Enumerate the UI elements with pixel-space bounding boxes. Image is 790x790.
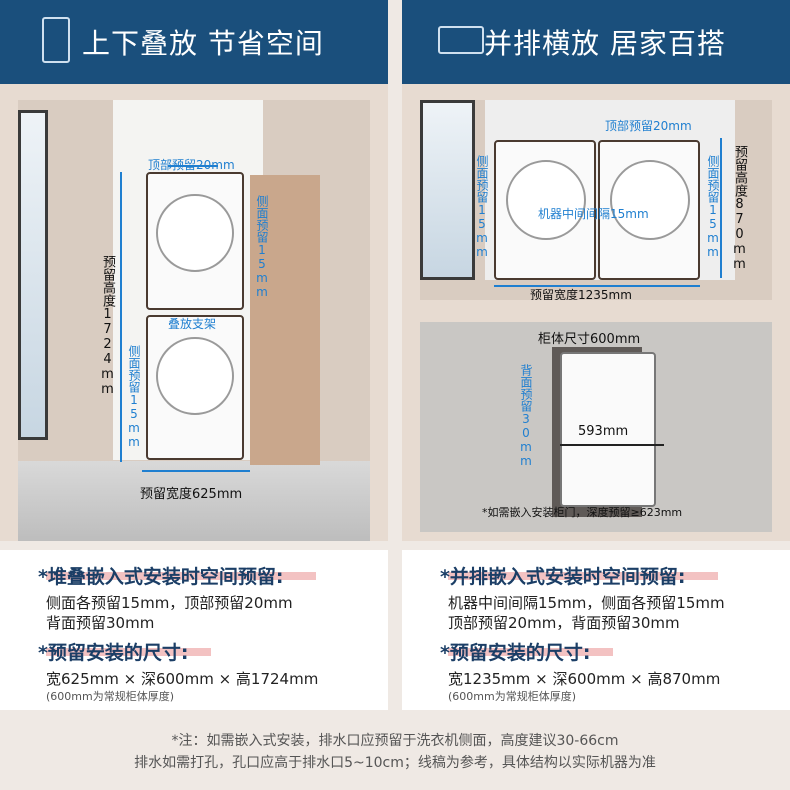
back-gap-label: 背面预留30mm <box>519 364 533 468</box>
dryer-door <box>156 194 234 272</box>
side-by-side-panel: 并排横放 居家百搭 顶部预留20mm 侧面预留15mm 机器中间间隔15mm 侧… <box>402 0 790 541</box>
cabinet-size-label: 柜体尺寸600mm <box>538 332 641 347</box>
cabinet-note: *如需嵌入安装柜门，深度预留≥623mm <box>482 506 683 519</box>
side-notes-heading: *并排嵌入式安装时空间预留: <box>440 566 686 588</box>
stacked-washers-icon <box>42 17 70 63</box>
washer-door <box>156 337 234 415</box>
footer-line2: 排水如需打孔，孔口应高于排水口5~10cm；线稿为参考，具体结构以实际机器为准 <box>134 755 656 771</box>
stacked-size-heading: *预留安装的尺寸: <box>38 642 189 664</box>
top-dryer <box>146 172 244 310</box>
side-size-heading: *预留安装的尺寸: <box>440 642 591 664</box>
side-by-side-washers-icon <box>438 26 484 54</box>
top-gap-label: 顶部预留20mm <box>148 158 235 172</box>
side-notes-line2: 顶部预留20mm，背面预留30mm <box>448 614 680 632</box>
stacked-notes-line1: 侧面各预留15mm，顶部预留20mm <box>46 594 293 612</box>
side-notes: *并排嵌入式安装时空间预留: 机器中间间隔15mm，侧面各预留15mm 顶部预留… <box>402 550 790 710</box>
side-gap-left-label: 侧面预留15mm <box>127 345 141 449</box>
stacked-notes: *堆叠嵌入式安装时空间预留: 侧面各预留15mm，顶部预留20mm 背面预留30… <box>0 550 388 710</box>
highlight <box>448 572 718 580</box>
stand-label: 叠放支架 <box>168 317 217 331</box>
shelf-column <box>250 175 320 465</box>
stacked-panel: 上下叠放 节省空间 叠放支架 顶部预留20mm 侧面预留15mm 预留高度172… <box>0 0 388 541</box>
side-banner: 并排横放 居家百搭 <box>402 0 790 84</box>
bottom-washer <box>146 315 244 460</box>
side-scene: 顶部预留20mm 侧面预留15mm 机器中间间隔15mm 侧面预留15mm 预留… <box>420 100 772 300</box>
side-size-note: (600mm为常规柜体厚度) <box>448 690 577 703</box>
left-washer-door <box>506 160 586 240</box>
left-washer <box>494 140 596 280</box>
stacked-scene: 叠放支架 顶部预留20mm 侧面预留15mm 预留高度1724mm 侧面预留15… <box>18 100 370 541</box>
footer-line1: *注：如需嵌入式安装，排水口应预留于洗衣机侧面，高度建议30-66cm <box>171 733 619 749</box>
width-line <box>494 285 700 287</box>
highlight <box>448 648 613 656</box>
right-washer-door <box>610 160 690 240</box>
height-line <box>720 138 722 278</box>
side-gap-right-label: 侧面预留15mm <box>706 155 720 259</box>
side-title: 并排横放 居家百搭 <box>484 27 726 60</box>
stacked-title: 上下叠放 节省空间 <box>82 27 324 60</box>
highlight <box>46 572 316 580</box>
side-size-line: 宽1235mm × 深600mm × 高870mm <box>448 670 721 688</box>
floor <box>18 461 370 541</box>
stacked-notes-line2: 背面预留30mm <box>46 614 155 632</box>
stacked-size-note: (600mm为常规柜体厚度) <box>46 690 175 703</box>
height-label: 预留高度1724mm <box>100 255 115 397</box>
stacked-notes-heading: *堆叠嵌入式安装时空间预留: <box>38 566 284 588</box>
depth-line <box>560 444 664 446</box>
top-gap-line <box>168 165 218 167</box>
height-line <box>120 172 122 462</box>
highlight <box>46 648 211 656</box>
window <box>18 110 48 440</box>
side-gap-right-label: 侧面预留15mm <box>255 195 269 299</box>
stacked-banner: 上下叠放 节省空间 <box>0 0 388 84</box>
window <box>420 100 475 280</box>
width-label: 预留宽度1235mm <box>530 288 632 300</box>
side-notes-line1: 机器中间间隔15mm，侧面各预留15mm <box>448 594 725 612</box>
side-gap-left-label: 侧面预留15mm <box>475 155 489 259</box>
width-label: 预留宽度625mm <box>140 487 243 502</box>
top-gap-label: 顶部预留20mm <box>605 119 692 133</box>
height-label: 预留高度870mm <box>732 145 747 272</box>
width-line <box>142 470 250 472</box>
footer-note: *注：如需嵌入式安装，排水口应预留于洗衣机侧面，高度建议30-66cm 排水如需… <box>0 730 790 774</box>
middle-gap-label: 机器中间间隔15mm <box>538 207 649 221</box>
cabinet-scene: 柜体尺寸600mm 背面预留30mm 593mm *如需嵌入安装柜门，深度预留≥… <box>420 322 772 532</box>
depth-label: 593mm <box>578 424 629 439</box>
cabinet-washer <box>560 352 656 507</box>
right-washer <box>598 140 700 280</box>
stacked-size-line: 宽625mm × 深600mm × 高1724mm <box>46 670 319 688</box>
